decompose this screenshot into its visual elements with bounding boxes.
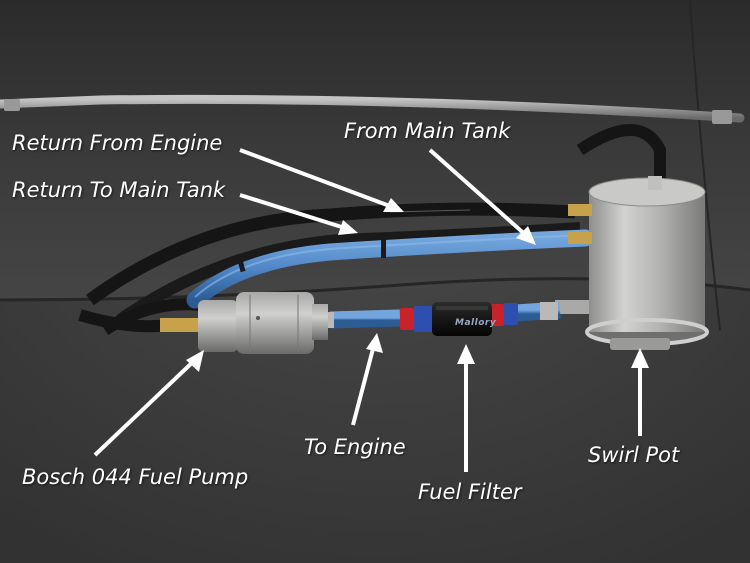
label-return-to-main-tank: Return To Main Tank (12, 178, 226, 202)
label-to-engine: To Engine (304, 435, 406, 459)
label-return-from-engine: Return From Engine (12, 131, 223, 155)
label-fuel-filter: Fuel Filter (418, 480, 522, 504)
blue-supply-hose (186, 229, 594, 309)
swirl-pot (555, 176, 709, 350)
label-swirl-pot: Swirl Pot (588, 443, 680, 467)
fuel-filter (432, 302, 492, 336)
filter-brand-logo: Mallory (455, 318, 497, 328)
fuel-pump (160, 292, 328, 354)
trunk-brace-bar (0, 94, 745, 124)
label-fuel-pump: Bosch 044 Fuel Pump (22, 465, 249, 489)
label-from-main-tank: From Main Tank (344, 119, 511, 143)
label-arrows (93, 148, 649, 472)
